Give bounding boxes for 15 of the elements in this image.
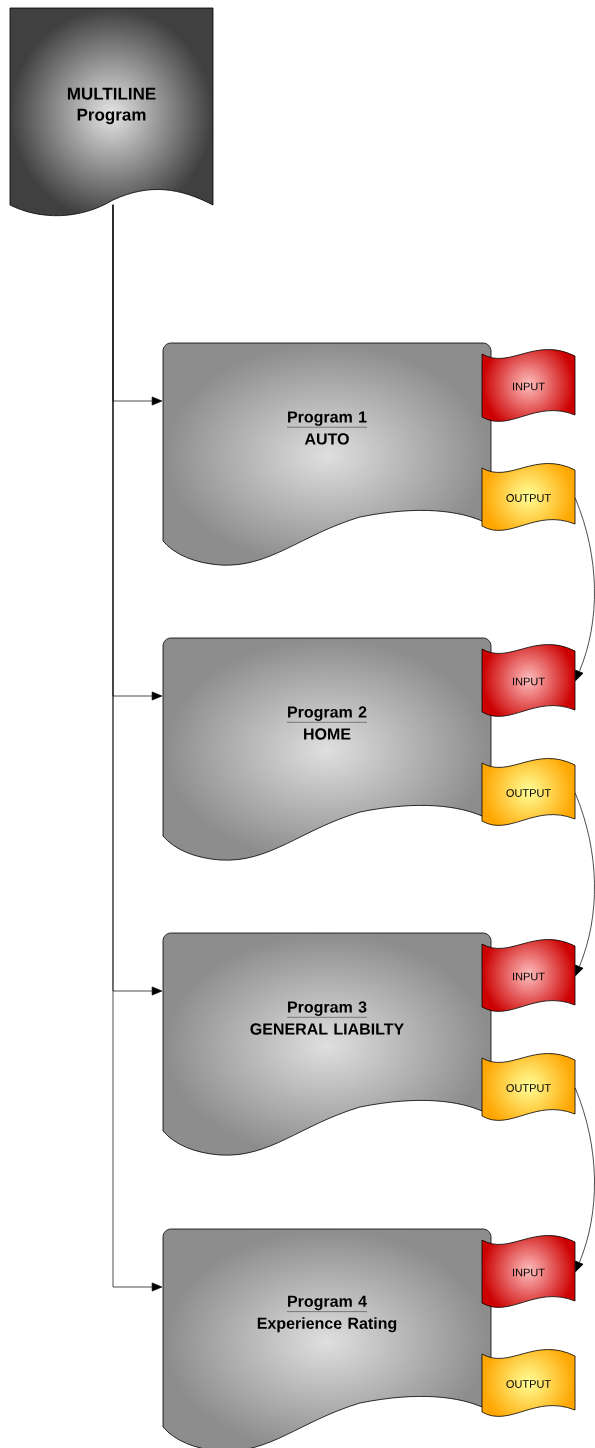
program-box: Program 2 HOME <box>162 637 492 861</box>
curved-arrow <box>574 1087 595 1272</box>
output-flag: OUTPUT <box>481 1349 576 1417</box>
output-flag: OUTPUT <box>481 463 576 531</box>
connector-arrow <box>112 204 163 1292</box>
curved-arrow <box>574 497 595 681</box>
input-flag: INPUT <box>481 349 576 422</box>
curved-arrow <box>574 792 595 976</box>
program-box: Program 3 GENERAL LIABILTY <box>162 932 492 1156</box>
program-box: Program 1 AUTO <box>162 342 492 566</box>
input-flag: INPUT <box>481 644 576 717</box>
output-flag: OUTPUT <box>481 1053 576 1121</box>
input-flag: INPUT <box>481 939 576 1012</box>
output-flag: OUTPUT <box>481 758 576 826</box>
input-flag: INPUT <box>481 1235 576 1308</box>
